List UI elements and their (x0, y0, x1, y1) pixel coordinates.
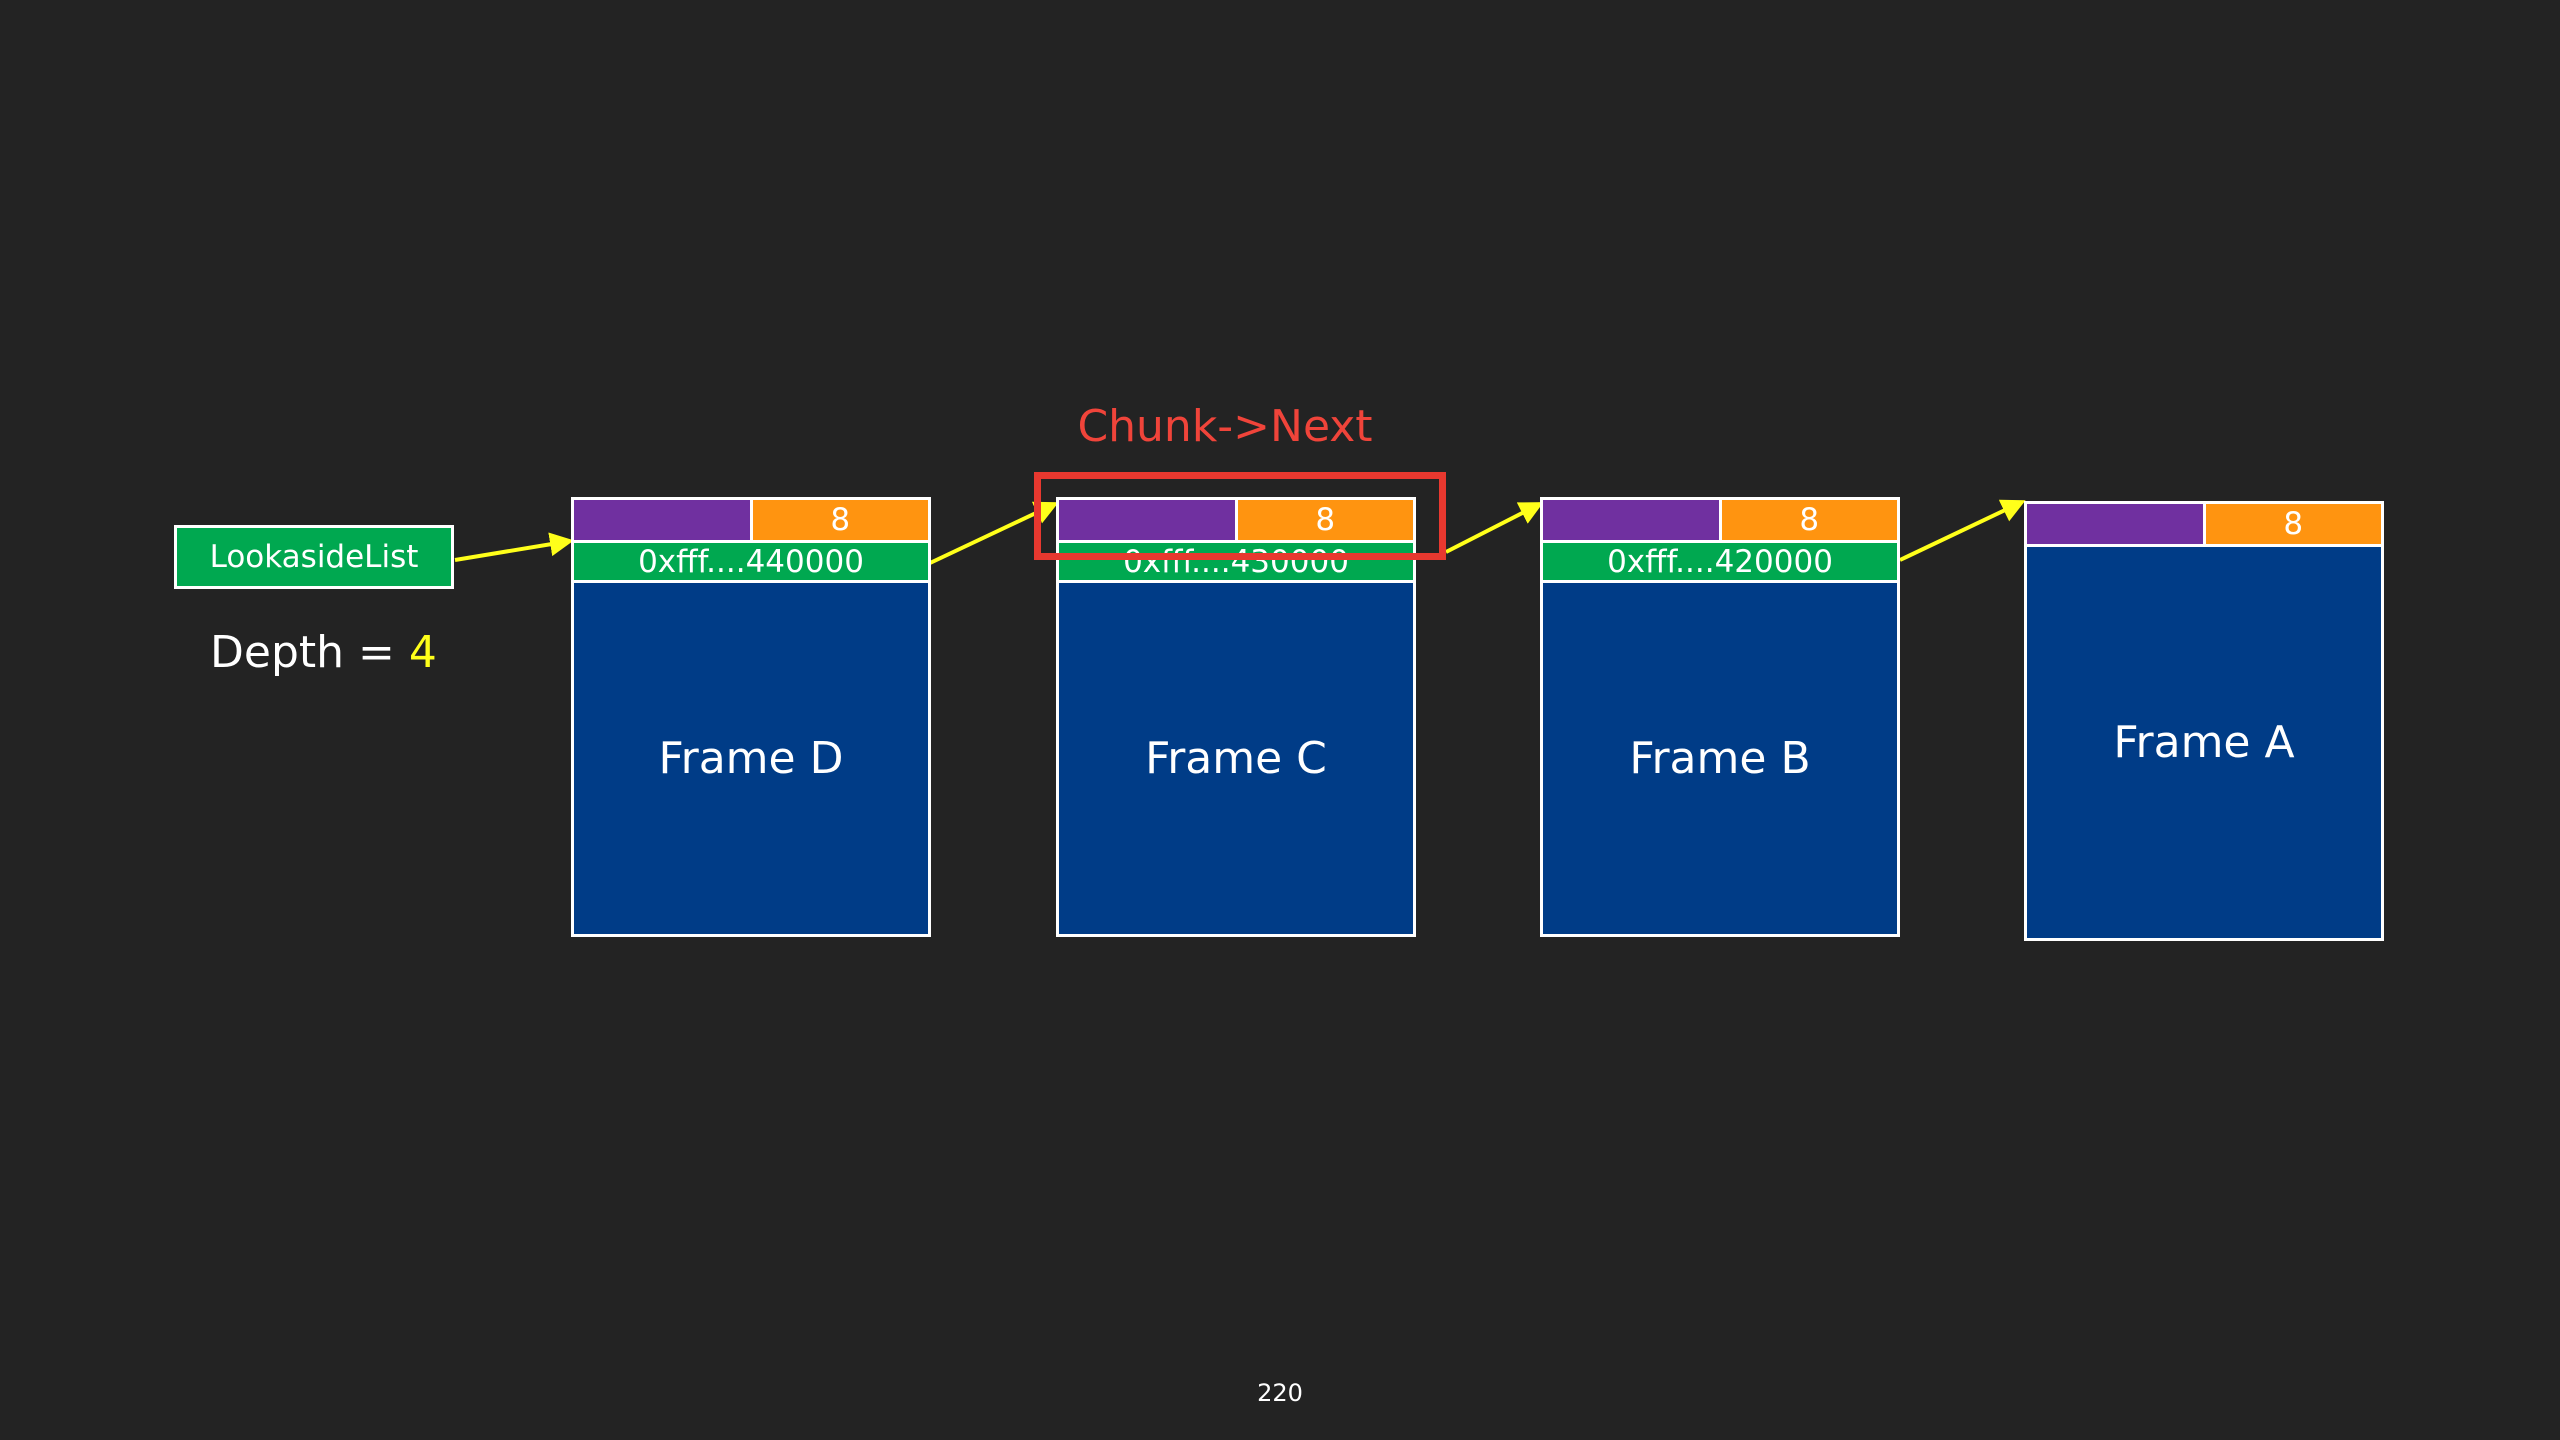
frame-a: 8 Frame A (2024, 501, 2384, 941)
frame-a-label: Frame A (2113, 717, 2295, 768)
chunk-next-callout-label: Chunk->Next (1077, 400, 1373, 452)
frame-a-header: 8 (2027, 504, 2381, 547)
frame-c: 8 0xfff....430000 Frame C (1056, 497, 1416, 937)
frame-c-size: 8 (1237, 500, 1413, 540)
chunk-next-highlight-box (1034, 472, 1446, 560)
frame-b-label: Frame B (1629, 733, 1811, 784)
depth-value: 4 (408, 626, 437, 678)
arrow-frame-c-to-frame-b (1445, 502, 1544, 554)
depth-indicator: Depth = 4 (210, 620, 437, 684)
frame-d: 8 0xfff....440000 Frame D (571, 497, 931, 937)
frame-d-next-pointer: 0xfff....440000 (574, 543, 928, 583)
depth-label: Depth (210, 626, 345, 678)
frame-c-next-pointer: 0xfff....430000 (1059, 543, 1413, 583)
lookaside-list-node: LookasideList (174, 525, 454, 589)
arrow-frame-b-to-frame-a (1899, 499, 2026, 562)
frame-b-size: 8 (1721, 500, 1897, 540)
frame-b: 8 0xfff....420000 Frame B (1540, 497, 1900, 937)
frame-b-header: 8 (1543, 500, 1897, 543)
frame-c-header-purple (1059, 500, 1238, 540)
frame-d-header: 8 (574, 500, 928, 543)
frame-b-header-purple (1543, 500, 1722, 540)
arrow-lookaside-to-frame-d (454, 532, 574, 562)
frame-d-size: 8 (752, 500, 928, 540)
frame-d-header-purple (574, 500, 753, 540)
frame-c-header: 8 (1059, 500, 1413, 543)
page-number: 220 (1257, 1379, 1303, 1407)
lookaside-list-label: LookasideList (209, 539, 419, 575)
frame-a-size: 8 (2205, 504, 2381, 544)
frame-b-next-pointer: 0xfff....420000 (1543, 543, 1897, 583)
depth-equals: = (358, 626, 395, 678)
frame-c-label: Frame C (1145, 733, 1327, 784)
frame-d-label: Frame D (658, 733, 844, 784)
frame-a-header-purple (2027, 504, 2206, 544)
